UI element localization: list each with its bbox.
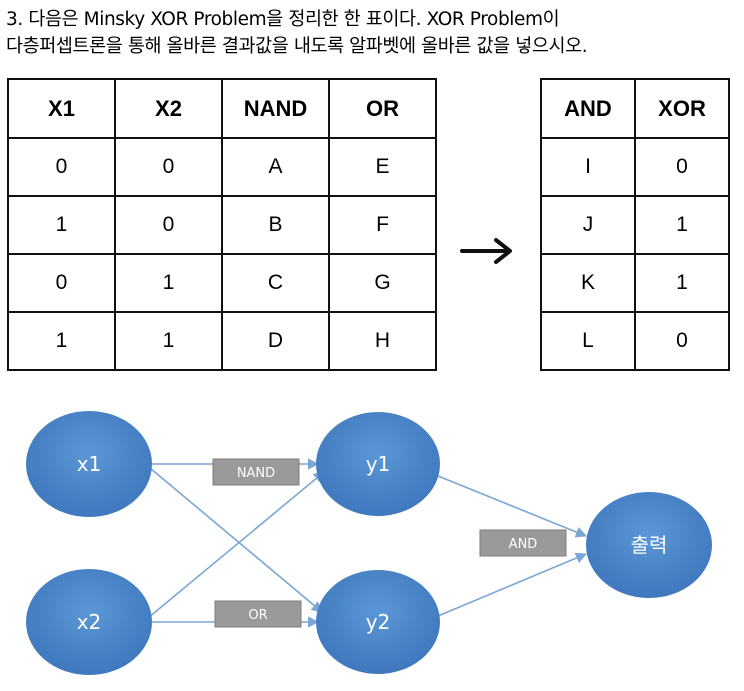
question-line-1: 3. 다음은 Minsky XOR Problem을 정리한 한 표이다. XO… (6, 9, 560, 30)
header-and: AND (540, 78, 636, 139)
gate-nand-label: NAND (237, 466, 275, 481)
table-cell: 1 (634, 253, 730, 313)
node-output: 출력 (586, 492, 712, 598)
table-cell: C (221, 253, 330, 313)
table-cell: 1 (114, 253, 223, 313)
node-x1-label: x1 (77, 452, 102, 476)
node-y2-label: y2 (366, 610, 391, 634)
right-arrow-icon (460, 238, 512, 264)
table-row: I 0 (540, 137, 730, 197)
table-cell: 0 (114, 137, 223, 197)
table-cell: 0 (7, 253, 116, 313)
gate-or: OR (214, 600, 302, 628)
node-y1-label: y1 (366, 452, 391, 476)
header-xor: XOR (634, 78, 730, 139)
table-cell: H (328, 311, 437, 371)
question-line-2: 다층퍼셉트론을 통해 올바른 결과값을 내도록 알파벳에 올바른 값을 넣으시오… (6, 36, 588, 57)
node-x2-label: x2 (77, 610, 102, 634)
table-cell: 0 (634, 311, 730, 371)
table-cell: 1 (7, 311, 116, 371)
table-cell: 0 (114, 195, 223, 255)
table-row: 1 0 B F (7, 195, 437, 255)
node-x2: x2 (26, 569, 152, 675)
table-cell: I (540, 137, 636, 197)
node-y1: y1 (316, 412, 440, 516)
table-row: 0 0 A E (7, 137, 437, 197)
table-cell: A (221, 137, 330, 197)
table-row: J 1 (540, 195, 730, 255)
table-cell: D (221, 311, 330, 371)
edge-y1-output (437, 475, 588, 538)
header-or: OR (328, 78, 437, 139)
table-cell: 1 (114, 311, 223, 371)
table-row: K 1 (540, 253, 730, 313)
table-row: 1 1 D H (7, 311, 437, 371)
table-cell: 1 (634, 195, 730, 255)
header-x1: X1 (7, 78, 116, 139)
node-output-label: 출력 (631, 533, 668, 557)
gate-nand: NAND (212, 458, 300, 486)
gate-and-label: AND (509, 537, 538, 552)
table-cell: 0 (634, 137, 730, 197)
table-row: 0 1 C G (7, 253, 437, 313)
xor-network-diagram: NAND OR AND x1 x2 y1 y2 출력 (26, 411, 712, 675)
edge-x1-y2 (149, 467, 323, 613)
gate-and: AND (479, 529, 567, 557)
table-header-row: AND XOR (540, 78, 730, 139)
truth-table-left: X1 X2 NAND OR 0 0 A E 1 0 B F 0 1 C G 1 … (7, 78, 437, 371)
table-cell: E (328, 137, 437, 197)
gate-or-label: OR (248, 608, 267, 623)
table-cell: 1 (7, 195, 116, 255)
header-nand: NAND (221, 78, 330, 139)
table-cell: K (540, 253, 636, 313)
table-cell: L (540, 311, 636, 371)
table-cell: F (328, 195, 437, 255)
node-y2: y2 (316, 570, 440, 674)
table-cell: J (540, 195, 636, 255)
node-x1: x1 (26, 411, 152, 517)
edge-y2-output (437, 552, 588, 617)
edge-x2-y1 (147, 471, 325, 619)
table-cell: B (221, 195, 330, 255)
header-x2: X2 (114, 78, 223, 139)
question-text: 3. 다음은 Minsky XOR Problem을 정리한 한 표이다. XO… (6, 6, 736, 60)
table-row: L 0 (540, 311, 730, 371)
table-cell: 0 (7, 137, 116, 197)
truth-table-right: AND XOR I 0 J 1 K 1 L 0 (540, 78, 730, 371)
table-header-row: X1 X2 NAND OR (7, 78, 437, 139)
table-cell: G (328, 253, 437, 313)
